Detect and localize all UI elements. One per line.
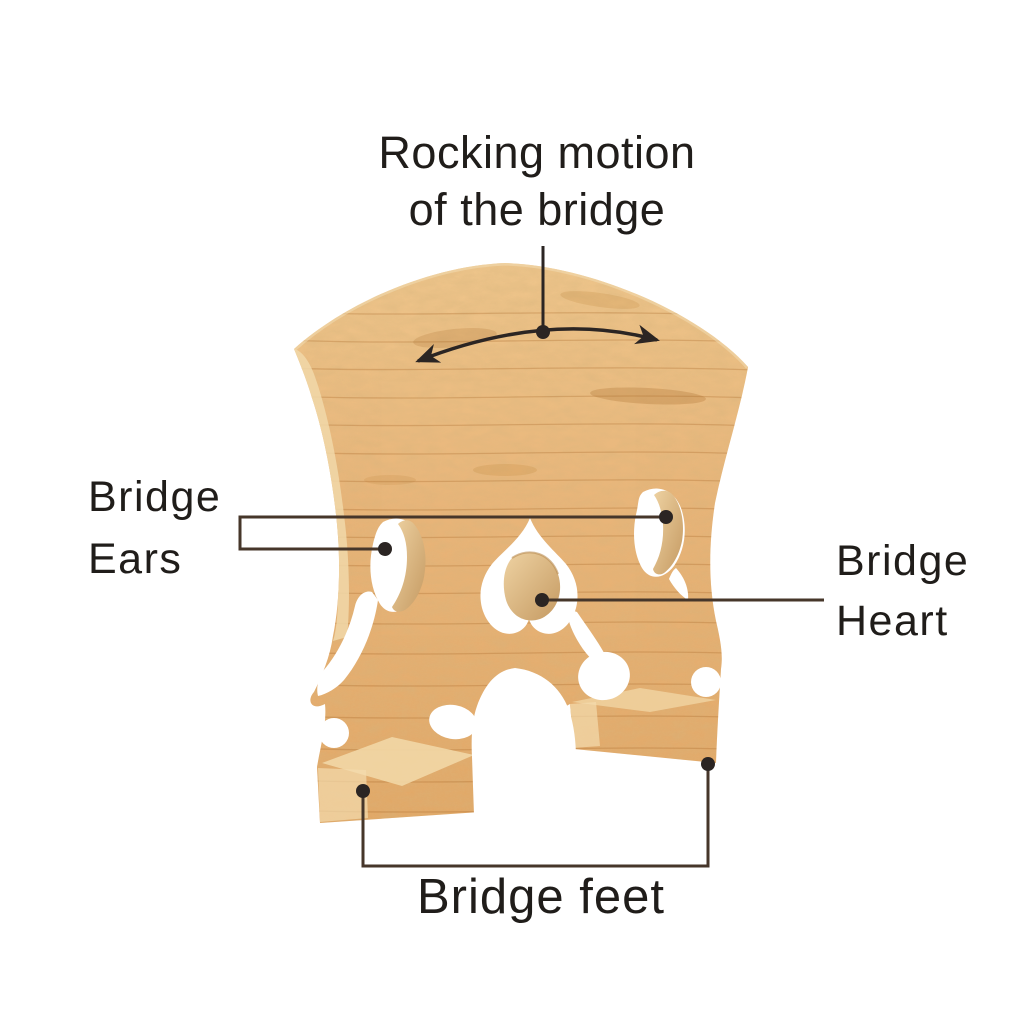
bridge-body: [294, 263, 748, 823]
heart-dot: [535, 593, 549, 607]
title-line-1: Rocking motion: [378, 127, 696, 178]
bridge-heart-label: Bridge Heart: [836, 537, 970, 645]
center-arch-cutout: [471, 668, 578, 815]
ears-leader-line: [238, 515, 666, 551]
bridge-ears-label: Bridge Ears: [88, 473, 222, 583]
heart-leader: [535, 593, 824, 607]
feet-leader: [356, 757, 715, 868]
bridge-left-side-face: [294, 349, 349, 641]
bridge-feet-label: Bridge feet: [417, 870, 665, 924]
title-line-2: of the bridge: [408, 184, 666, 235]
ears-leader: [238, 510, 673, 556]
left-wing-notch: [319, 718, 349, 748]
right-foot-top-face: [572, 688, 716, 712]
annotations: [238, 246, 824, 868]
feet-leader-line: [361, 764, 710, 868]
left-foot-dot: [356, 784, 370, 798]
rocking-motion-title: Rocking motion of the bridge: [262, 124, 812, 238]
right-foot-dot: [701, 757, 715, 771]
left-ear-dot: [378, 542, 392, 556]
rocking-motion-indicator: [415, 246, 660, 363]
right-wing-notch: [691, 667, 721, 697]
right-ear-dot: [659, 510, 673, 524]
rocking-pivot-dot: [536, 325, 550, 339]
